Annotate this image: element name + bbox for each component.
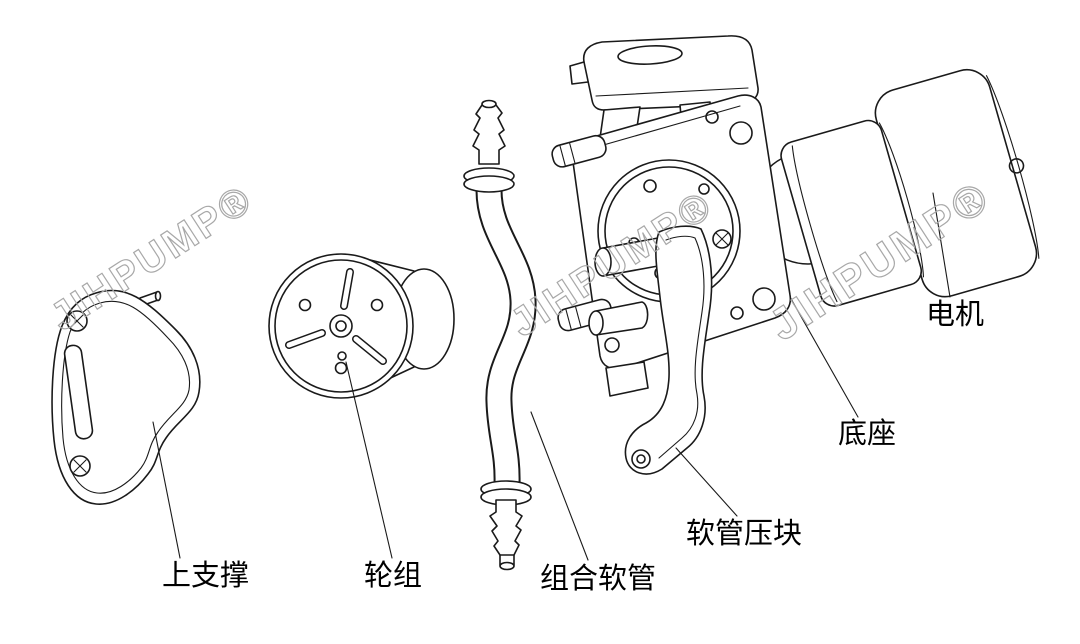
leader-hose-pressure-block [675, 447, 738, 517]
leader-base [789, 296, 859, 418]
cover-slot [63, 344, 94, 440]
leader-motor [932, 192, 951, 298]
hose-pressure-block-part [588, 225, 713, 475]
label-combined-hose: 组合软管 [540, 562, 656, 595]
barb-fitting-top [472, 104, 506, 165]
top-cap [582, 35, 759, 111]
label-wheel-assembly: 轮组 [364, 559, 422, 592]
cover-shell [51, 289, 201, 505]
wheel-assembly-part [268, 253, 455, 399]
label-motor: 电机 [926, 298, 984, 331]
hose-port-top [551, 134, 607, 168]
combined-hose-part [463, 99, 537, 571]
clamp-arm [624, 225, 713, 475]
leader-lines [152, 192, 951, 561]
label-base: 底座 [838, 417, 896, 450]
tube-fill [477, 189, 535, 485]
leader-combined-hose [530, 411, 589, 561]
upper-support-part [51, 289, 201, 505]
leader-wheel-assembly [345, 361, 393, 559]
label-hose-pressure-block: 软管压块 [686, 517, 802, 550]
barb-fitting-bottom [489, 499, 523, 556]
motor-gearbox [780, 119, 923, 307]
part-labels: 上支撑 轮组 组合软管 软管压块 底座 电机 [162, 298, 984, 595]
label-upper-support: 上支撑 [162, 559, 249, 592]
leader-upper-support [152, 421, 181, 559]
